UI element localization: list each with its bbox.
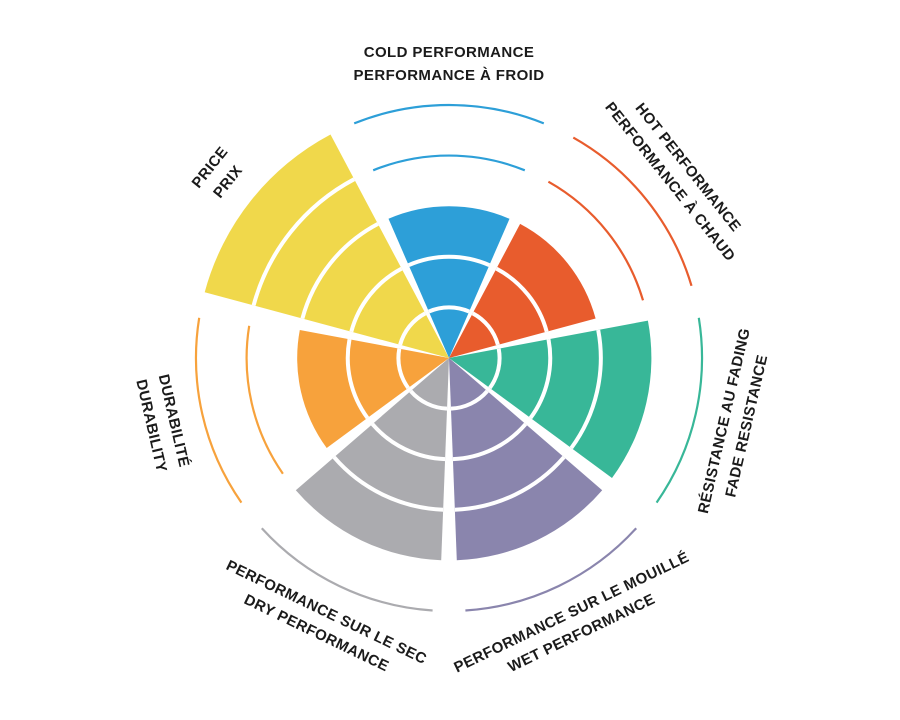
empty-ring-arc (260, 527, 433, 612)
empty-ring-arc (194, 317, 243, 504)
ring-divider (488, 348, 502, 390)
empty-ring-arc (353, 103, 545, 125)
ring-divider (428, 305, 470, 314)
ring-divider (471, 311, 500, 346)
empty-ring-arc (572, 136, 693, 287)
empty-ring-arc (547, 180, 645, 301)
ring-divider (398, 311, 427, 346)
ring-divider (300, 222, 379, 320)
empty-ring-arc (465, 527, 638, 612)
ring-divider (452, 422, 528, 462)
ring-divider (407, 254, 491, 268)
sector-cold-performance (388, 206, 510, 358)
ring-divider (332, 455, 444, 512)
label-wet-performance: PERFORMANCE SUR LE MOUILLÉWET PERFORMANC… (451, 549, 701, 697)
ring-divider (454, 455, 566, 512)
sector-dry-performance (295, 358, 449, 561)
label-price: PRICEPRIX (189, 144, 250, 206)
ring-divider (495, 266, 549, 333)
ring-divider (396, 348, 410, 390)
ring-divider (569, 329, 603, 450)
ring-divider (349, 266, 403, 333)
empty-ring-arc (655, 317, 704, 504)
label-durability: DURABILITÉDURABILITY (132, 373, 192, 474)
ring-divider (370, 422, 446, 462)
label-fade-resistance: RÉSISTANCE AU FADINGFADE RESISTANCE (695, 326, 776, 520)
empty-ring-arc (245, 325, 284, 475)
sector-wet-performance (449, 358, 603, 561)
ring-divider (345, 338, 370, 420)
empty-ring-arc (372, 154, 526, 172)
sector-durability (297, 330, 449, 448)
ring-divider (528, 338, 553, 420)
ring-divider (409, 389, 448, 411)
ring-divider (251, 177, 356, 306)
sector-price (204, 134, 449, 358)
ring-divider (450, 389, 489, 411)
